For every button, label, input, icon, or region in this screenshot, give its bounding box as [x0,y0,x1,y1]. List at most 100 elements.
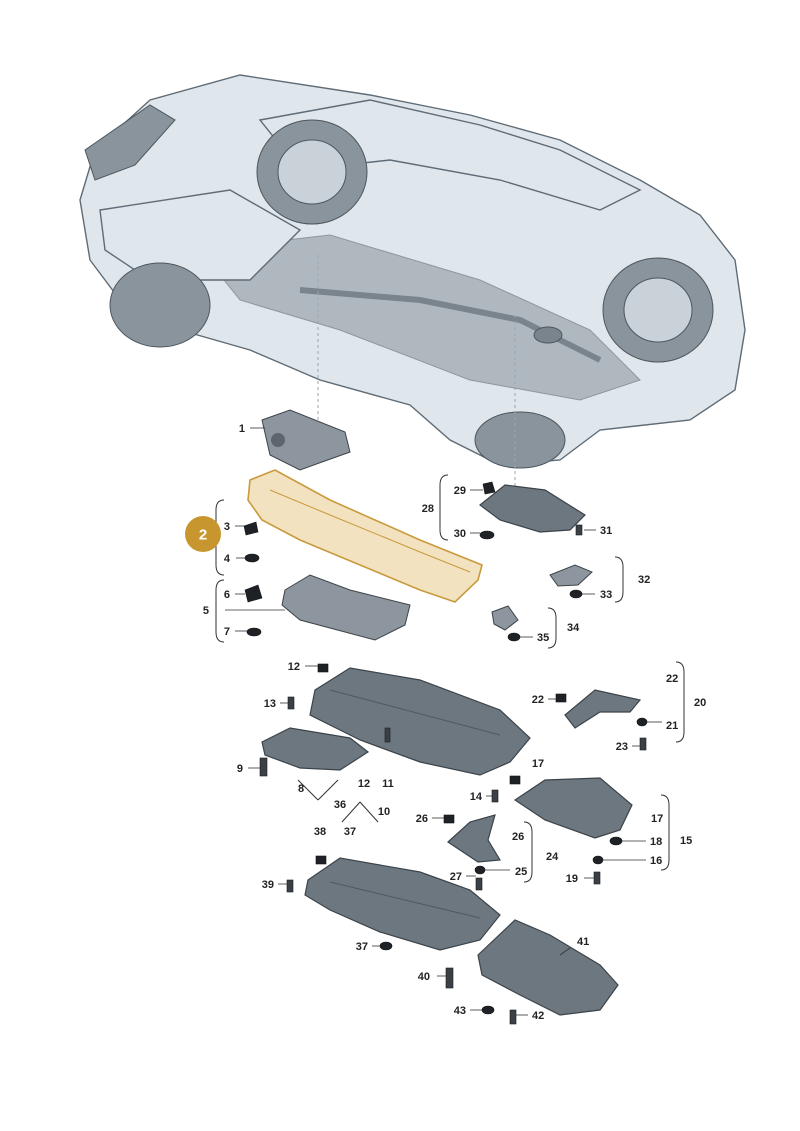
callout-21: 21 [666,720,678,732]
callout-6: 6 [224,589,230,601]
callout-11: 11 [382,778,394,790]
part-34-bracket [491,605,519,631]
leader-lines [225,427,662,1016]
callout-14: 14 [470,791,483,803]
callout-26-left: 26 [416,813,428,825]
callout-7: 7 [224,626,230,638]
part-21-nut [636,717,648,727]
callout-41: 41 [577,936,589,948]
part-13-screw [287,696,295,710]
part-12-clip [317,663,329,673]
part-20-bracket [564,689,642,729]
callout-37-lower: 37 [356,941,368,953]
callout-17-lower: 17 [651,813,663,825]
part-33-nut [569,589,583,599]
part-9-bolt [259,757,268,777]
rear-right-wheel [474,411,566,469]
callout-12-upper: 12 [288,661,300,673]
part-29-clip [482,481,496,495]
part-27-screw [475,877,483,891]
part-41-rear-panel [477,919,619,1016]
part-37-nut [379,941,393,951]
part-5-heat-shield [281,574,411,641]
callout-38: 38 [314,826,326,838]
callout-39: 39 [262,879,274,891]
callout-42: 42 [532,1010,544,1022]
badge-label: 2 [199,527,207,544]
part-42-screw [509,1009,517,1025]
callout-10: 10 [378,806,390,818]
part-8-cover [261,727,370,771]
part-3-clip [243,521,259,536]
callout-9: 9 [237,763,243,775]
callout-12-lower: 12 [358,778,370,790]
callout-32: 32 [638,574,650,586]
callout-23: 23 [616,741,628,753]
part-1-heat-shield [261,409,351,471]
part-28-heat-shield [479,484,586,533]
callout-3: 3 [224,521,230,533]
part-15-underbody-panel [513,777,633,839]
part-17-clip [509,775,521,785]
callout-28: 28 [422,503,434,515]
callout-1: 1 [239,423,245,435]
callout-18: 18 [650,836,662,848]
part-30-nut [479,530,495,540]
part-39-screw [286,879,294,893]
front-subframe [99,189,302,281]
part-11-bolt [384,727,391,743]
callout-33: 33 [600,589,612,601]
callout-34: 34 [567,622,580,634]
part-26-clip [443,814,455,824]
part-38-clip [315,855,327,865]
part-2-tunnel-heat-shield [247,469,483,603]
callout-labels: 1 3 4 5 6 7 8 9 10 11 12 12 13 14 15 16 … [203,423,706,1022]
group-braces [215,474,685,883]
callout-27: 27 [450,871,462,883]
callout-35: 35 [537,632,549,644]
callout-26-right: 26 [512,831,524,843]
front-grille [84,104,176,181]
callout-20: 20 [694,697,706,709]
part-23-screw [639,737,647,751]
callout-4: 4 [224,553,231,565]
callout-30: 30 [454,528,466,540]
callout-8: 8 [298,783,304,795]
callout-31: 31 [600,525,612,537]
part-7-nut [246,627,262,637]
callout-22-right: 22 [666,673,678,685]
part-40-bolt [445,967,454,989]
part-4-nut [244,553,260,563]
floor-pan [199,234,641,401]
car-underside [79,74,746,469]
callout-22-left: 22 [532,694,544,706]
callout-17-upper: 17 [532,758,544,770]
callout-25: 25 [515,866,527,878]
part-35-nut [507,632,521,642]
callout-43: 43 [454,1005,466,1017]
callout-5: 5 [203,605,209,617]
part-43-nut [481,1005,495,1015]
callout-36: 36 [334,799,346,811]
part-18-nut [609,836,623,846]
callout-40: 40 [418,971,430,983]
part-19-screw [593,871,601,885]
part-32-bracket [549,564,593,587]
callout-29: 29 [454,485,466,497]
part-22-clip [555,693,567,703]
callout-19: 19 [566,873,578,885]
callout-16: 16 [650,855,662,867]
part-31-screw [575,524,583,536]
part-25-nut [474,865,486,875]
callout-24: 24 [546,851,559,863]
front-right-wheel [109,262,211,348]
part-24-bracket [447,814,502,863]
callout-15: 15 [680,835,692,847]
part-10-underbody-panel [309,667,531,776]
part-6-clip [244,584,263,603]
part-14-screw [491,789,499,803]
part-36-underbody-panel [304,857,501,951]
callout-37-upper: 37 [344,826,356,838]
